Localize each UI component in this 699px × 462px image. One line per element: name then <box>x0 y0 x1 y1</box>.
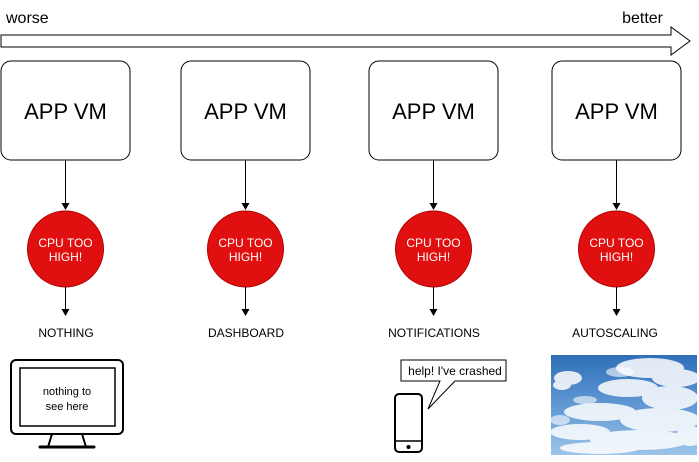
alert-text-line2: HIGH! <box>600 250 633 264</box>
alert-text-line1: CPU TOO <box>38 236 92 250</box>
monitor-icon: nothing to see here <box>10 359 124 449</box>
monitor-text-line1: nothing to <box>43 386 91 398</box>
monitor-text-line2: see here <box>46 401 89 413</box>
column-dashboard: APP VM CPU TOO HIGH! DASHBOARD <box>180 60 311 340</box>
alert-text-line1: CPU TOO <box>406 236 460 250</box>
outcome-label: NOTIFICATIONS <box>388 326 480 340</box>
column-nothing: APP VM CPU TOO HIGH! NOTHING <box>0 60 131 340</box>
speech-bubble-text: help! I've crashed <box>408 364 502 378</box>
app-vm-label: APP VM <box>392 99 475 124</box>
outcome-label: AUTOSCALING <box>572 326 658 340</box>
alert-text-line1: CPU TOO <box>218 236 272 250</box>
sky-photo <box>550 355 699 455</box>
outcome-label: NOTHING <box>38 326 93 340</box>
alert-text-line1: CPU TOO <box>589 236 643 250</box>
better-label: better <box>622 10 664 27</box>
outcome-label: DASHBOARD <box>208 326 284 340</box>
app-vm-label: APP VM <box>24 99 107 124</box>
column-autoscaling: APP VM CPU TOO HIGH! AUTOSCALING <box>551 60 682 340</box>
scale-arrow <box>0 26 691 56</box>
alert-text-line2: HIGH! <box>229 250 262 264</box>
app-vm-label: APP VM <box>204 99 287 124</box>
worse-label: worse <box>5 10 49 27</box>
app-vm-label: APP VM <box>575 99 658 124</box>
alert-text-line2: HIGH! <box>417 250 450 264</box>
phone-icon <box>394 393 423 453</box>
column-notifications: APP VM CPU TOO HIGH! NOTIFICATIONS <box>368 60 499 340</box>
speech-bubble: help! I've crashed <box>400 359 507 410</box>
alert-text-line2: HIGH! <box>49 250 82 264</box>
